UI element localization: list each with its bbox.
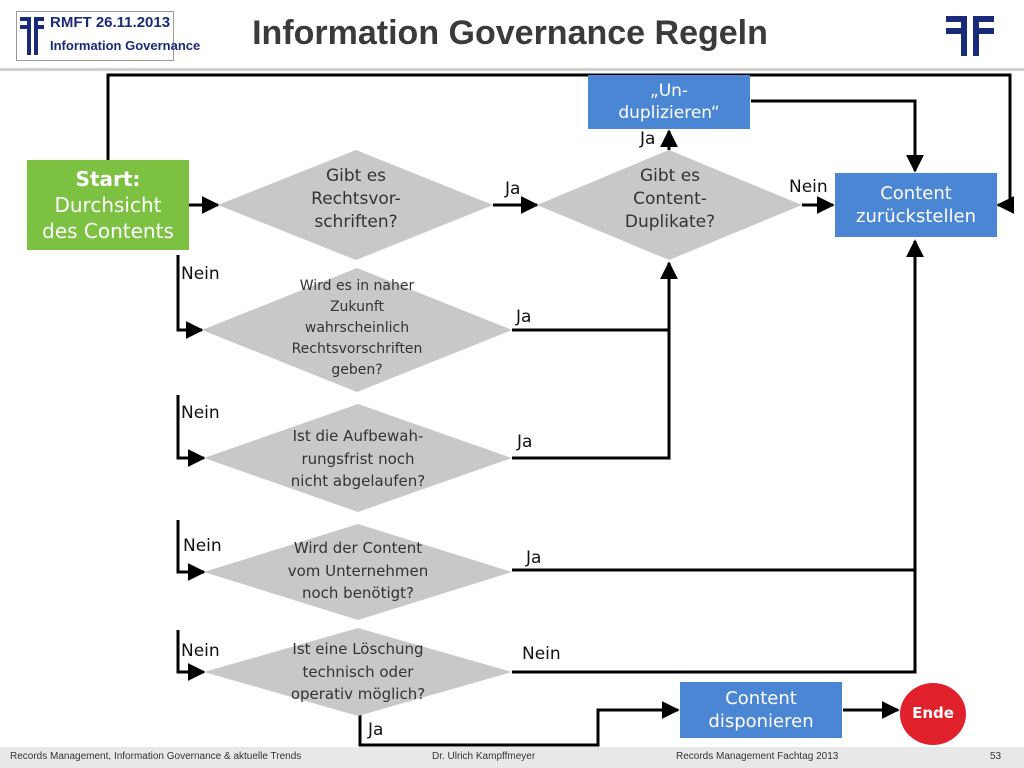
decision-label: rungsfrist noch — [301, 449, 415, 468]
q4-ja-connector — [512, 239, 924, 572]
decision-label: Wird es in naher — [299, 278, 415, 294]
edge-label-nein: Nein — [522, 644, 561, 664]
q2-ja-connector — [512, 261, 678, 332]
decision-label: vom Unternehmen — [287, 561, 429, 580]
company-logo-icon — [946, 16, 994, 56]
decision-label: Zukunft — [329, 299, 385, 315]
decision-benoetigt — [204, 524, 512, 620]
edge-label-ja: Ja — [505, 179, 521, 199]
decision-label: Gibt es — [325, 166, 387, 186]
event-logo-subtitle: Information Governance — [50, 38, 201, 53]
decision-label: Ist die Aufbewah- — [292, 427, 424, 445]
header-divider — [0, 68, 1024, 71]
decision-rechtsvorschriften-text: Gibt es Rechtsvor- schriften? — [276, 165, 436, 234]
decision-label: Rechtsvorschriften — [291, 341, 423, 357]
q2-nein-connector — [176, 395, 206, 467]
q3-nein-connector — [176, 520, 206, 581]
decision-loeschung — [204, 628, 512, 716]
start-node: Start: Durchsicht des Contents — [27, 160, 189, 250]
disponieren-label: Content — [725, 687, 797, 709]
decision-benoetigt-text: Wird der Content vom Unternehmen noch be… — [263, 537, 453, 605]
decision-zukunft — [202, 268, 512, 392]
start-node-label: des Contents — [42, 219, 174, 243]
decision-duplikate-text: Gibt es Content- Duplikate? — [590, 165, 750, 234]
footer-left-text: Records Management, Information Governan… — [10, 751, 302, 762]
decision-aufbewahrung — [204, 404, 512, 512]
decision-rechtsvorschriften — [218, 150, 493, 260]
edge-label-nein: Nein — [181, 641, 220, 661]
decision-aufbewahrung-text: Ist die Aufbewah- rungsfrist noch nicht … — [263, 425, 453, 493]
q3-ja-connector — [512, 330, 671, 460]
decision-label: noch benötigt? — [301, 584, 415, 602]
edge-label-ja: Ja — [368, 720, 384, 740]
decision-label: Gibt es — [639, 166, 701, 186]
zurueckstellen-node: Content zurückstellen — [835, 173, 997, 237]
company-logo-icon — [20, 17, 44, 55]
unduplizieren-node: „Un- duplizieren“ — [588, 75, 750, 129]
q1-nein-connector — [176, 255, 204, 339]
unduplizieren-connector — [751, 99, 924, 173]
ende-label: Ende — [912, 704, 954, 723]
q5-ja-connector — [358, 701, 680, 747]
decision-label: Wird der Content — [293, 539, 423, 557]
edge-label-ja: Ja — [517, 432, 533, 452]
decision-label: nicht abgelaufen? — [290, 472, 426, 490]
zurueckstellen-label: zurückstellen — [856, 206, 976, 227]
disponieren-label: disponieren — [708, 711, 814, 732]
event-logo-date: RMFT 26.11.2013 — [50, 14, 171, 31]
decision-label: operativ möglich? — [290, 685, 426, 703]
edge-label-ja: Ja — [640, 129, 656, 149]
edge-label-nein: Nein — [789, 177, 828, 197]
footer-right-text: Records Management Fachtag 2013 — [676, 751, 839, 762]
start-node-label: Start: — [75, 167, 141, 191]
q4-nein-connector — [176, 630, 206, 681]
slide-footer — [0, 747, 1024, 768]
flowchart-connectors — [106, 73, 1015, 747]
decision-label: Rechtsvor- — [311, 188, 401, 209]
decision-label: Content- — [633, 188, 707, 209]
page-number: 53 — [990, 751, 1002, 762]
unduplizieren-label: duplizieren“ — [618, 103, 720, 123]
edge-label-nein: Nein — [183, 536, 222, 556]
loop-connector — [106, 73, 1015, 214]
decision-label: schriften? — [314, 211, 398, 232]
edge-label-nein: Nein — [181, 264, 220, 284]
flowchart — [0, 71, 1024, 747]
unduplizieren-label: „Un- — [649, 80, 689, 101]
decision-loeschung-text: Ist eine Löschung technisch oder operati… — [263, 638, 453, 706]
decision-label: wahrscheinlich — [304, 320, 410, 336]
decision-label: geben? — [331, 362, 383, 378]
edge-label-ja: Ja — [516, 307, 532, 327]
edge-label-ja: Ja — [526, 548, 542, 568]
decision-label: technisch oder — [302, 662, 414, 681]
footer-center-text: Dr. Ulrich Kampffmeyer — [432, 751, 536, 762]
decision-label: Duplikate? — [624, 211, 716, 232]
ende-node: Ende — [900, 683, 966, 745]
page-title: Information Governance Regeln — [252, 14, 768, 52]
decision-zukunft-text: Wird es in naher Zukunft wahrscheinlich … — [272, 276, 442, 381]
q5-nein-connector — [512, 570, 917, 674]
decision-label: Ist eine Löschung — [292, 640, 424, 658]
disponieren-node: Content disponieren — [680, 682, 842, 738]
zurueckstellen-label: Content — [880, 182, 952, 204]
start-node-label: Durchsicht — [54, 193, 162, 217]
decision-duplikate — [537, 150, 802, 260]
edge-label-nein: Nein — [181, 403, 220, 423]
